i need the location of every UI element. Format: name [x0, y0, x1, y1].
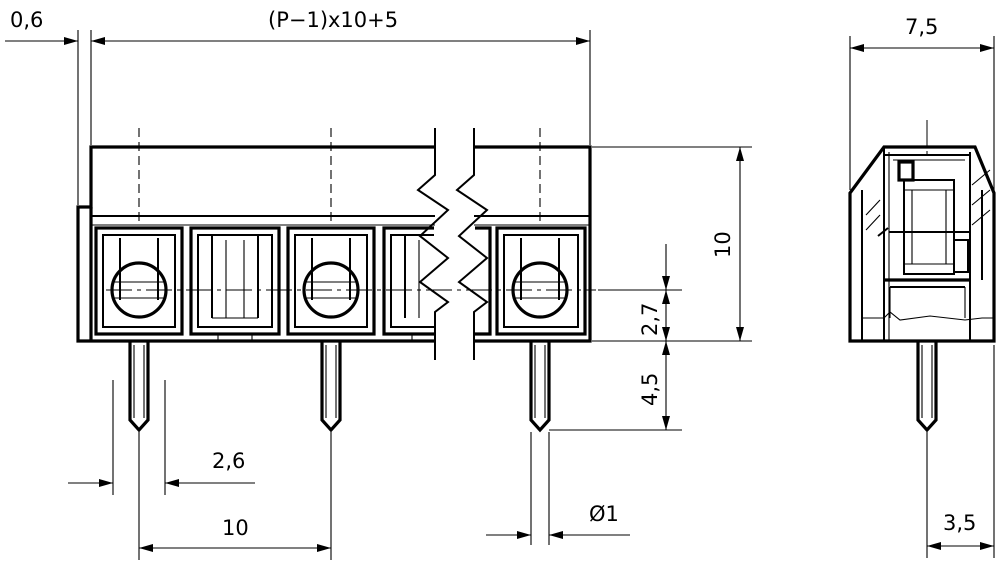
clamp-2	[286, 226, 376, 336]
dim-pin-offset: 2,7	[638, 303, 662, 336]
dim-offset-top-left: 0,6	[10, 8, 43, 32]
window-1	[189, 226, 281, 336]
dim-length-formula: (P−1)x10+5	[268, 8, 398, 32]
pin-1	[128, 341, 150, 433]
clamp-1	[94, 226, 184, 336]
front-dimensions: 0,6 (P−1)x10+5 10 2,7 4,5 2,6 10 Ø1	[5, 8, 752, 560]
side-view	[848, 120, 996, 433]
front-view	[76, 128, 596, 433]
dim-pin-length: 4,5	[638, 373, 662, 406]
side-pin	[916, 341, 938, 433]
pin-2	[320, 341, 342, 433]
dim-terminal-width: 2,6	[212, 449, 245, 473]
dim-pin-diameter: Ø1	[589, 502, 619, 526]
pin-3	[529, 341, 551, 433]
dim-side-pin-offset: 3,5	[943, 511, 976, 535]
dim-height: 10	[711, 231, 735, 258]
break-line-right	[455, 128, 489, 360]
dim-pitch: 10	[222, 516, 249, 540]
window-partial	[382, 226, 492, 336]
dim-side-width: 7,5	[905, 15, 938, 39]
break-line-left	[416, 128, 450, 360]
housing-outline-left	[76, 145, 435, 343]
side-housing-outline	[848, 145, 996, 343]
clamp-3	[495, 226, 587, 336]
side-dimensions: 7,5 3,5	[849, 15, 995, 558]
